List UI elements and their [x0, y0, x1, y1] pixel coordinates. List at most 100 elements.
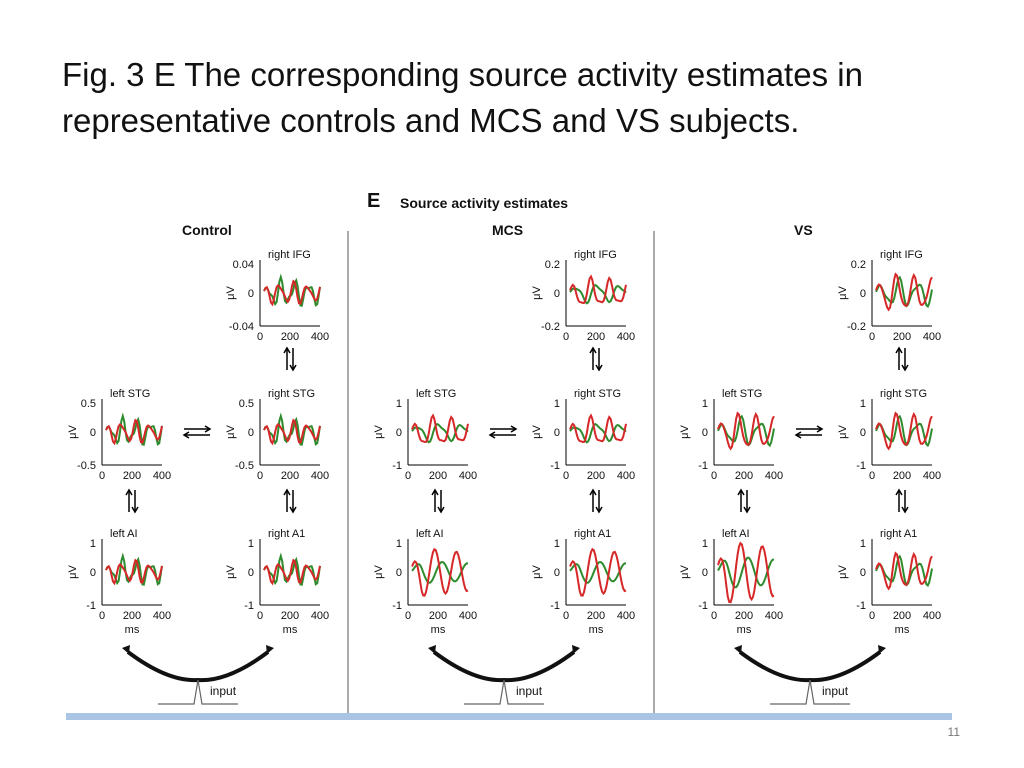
x-tick-label: 0: [563, 470, 569, 482]
x-tick-label: 200: [893, 470, 911, 482]
y-min-label: -0.2: [541, 321, 560, 333]
y-max-label: 1: [396, 398, 402, 410]
y-max-label: 0.5: [239, 398, 254, 410]
footer-rule: [66, 713, 952, 720]
y-zero-label: 0: [554, 567, 560, 579]
plot-label-left-stg: left STG: [110, 388, 150, 400]
plot-label-left-a1: left AI: [110, 528, 138, 540]
arrow-up-head: [283, 346, 291, 354]
group-header-mcs: MCS: [492, 222, 523, 238]
arrow-up-head: [431, 488, 439, 496]
trace-green: [717, 556, 775, 589]
x-tick-label: 400: [153, 610, 171, 622]
plot-label-right-stg: right STG: [574, 388, 621, 400]
arrow-down-head: [595, 364, 603, 372]
y-unit-label: μV: [531, 565, 543, 579]
y-max-label: 1: [90, 538, 96, 550]
arrows-ifg-stg: [283, 346, 297, 372]
trace-green: [411, 422, 469, 444]
y-min-label: -1: [698, 600, 708, 612]
x-tick-label: 400: [923, 470, 941, 482]
trace-red: [411, 547, 469, 597]
x-tick-label: 200: [123, 470, 141, 482]
x-tick-label: 400: [459, 470, 477, 482]
trace-red: [411, 413, 469, 444]
y-max-label: 1: [396, 538, 402, 550]
input-arrows: [738, 650, 882, 683]
x-tick-label: 0: [405, 610, 411, 622]
arrows-ifg-stg: [589, 346, 603, 372]
y-max-label: 1: [554, 538, 560, 550]
x-tick-label: 0: [711, 610, 717, 622]
arrow-left-head: [488, 431, 496, 439]
y-max-label: 1: [554, 398, 560, 410]
plot-label-right-ifg: right IFG: [574, 249, 617, 261]
x-tick-label: 0: [257, 610, 263, 622]
plot-label-left-stg: left STG: [416, 388, 456, 400]
trace-green: [569, 283, 627, 305]
x-tick-label: 400: [311, 331, 329, 343]
arrow-down-head: [131, 506, 139, 514]
input-arrowhead-left: [122, 645, 130, 654]
trace-green: [411, 561, 469, 584]
arrows-right-stg-a1: [283, 488, 297, 514]
y-zero-label: 0: [554, 288, 560, 300]
arrows-stg-stg: [182, 425, 212, 439]
y-max-label: 1: [248, 538, 254, 550]
input-stimulus: [770, 679, 850, 705]
y-max-label: 1: [860, 538, 866, 550]
plot-label-left-stg: left STG: [722, 388, 762, 400]
y-zero-label: 0: [860, 567, 866, 579]
x-tick-label: 0: [405, 470, 411, 482]
y-zero-label: 0: [554, 427, 560, 439]
plot-label-right-a1: right A1: [268, 528, 305, 540]
arrow-down-head: [743, 506, 751, 514]
arrows-stg-stg: [794, 425, 824, 439]
x-tick-label: 200: [587, 331, 605, 343]
x-tick-label: 0: [99, 470, 105, 482]
trace-red: [717, 541, 775, 604]
arrow-down-head: [901, 506, 909, 514]
x-tick-label: 400: [153, 470, 171, 482]
y-max-label: 0.2: [851, 259, 866, 271]
y-max-label: 1: [702, 538, 708, 550]
x-tick-label: 200: [735, 470, 753, 482]
arrow-down-head: [901, 364, 909, 372]
x-tick-label: 0: [99, 610, 105, 622]
y-min-label: -0.2: [847, 321, 866, 333]
y-zero-label: 0: [248, 288, 254, 300]
arrows-left-stg-a1: [431, 488, 445, 514]
y-min-label: -1: [392, 460, 402, 472]
x-tick-label: 400: [923, 610, 941, 622]
x-tick-label: 0: [869, 610, 875, 622]
arrow-down-head: [289, 364, 297, 372]
trace-green: [875, 554, 933, 588]
y-zero-label: 0: [248, 427, 254, 439]
input-arrowhead-left: [734, 645, 742, 654]
y-unit-label: μV: [373, 565, 385, 579]
input-arrowhead-right: [572, 645, 580, 654]
y-zero-label: 0: [860, 427, 866, 439]
arrow-up-head: [895, 488, 903, 496]
arrows-right-stg-a1: [589, 488, 603, 514]
arrow-left-head: [794, 431, 802, 439]
panel-title: Source activity estimates: [400, 195, 568, 211]
y-min-label: -1: [244, 600, 254, 612]
trace-red: [263, 418, 321, 446]
trace-green: [569, 422, 627, 444]
x-tick-label: 400: [923, 331, 941, 343]
x-tick-label: 200: [429, 610, 447, 622]
plot-label-right-ifg: right IFG: [268, 249, 311, 261]
group-header-vs: VS: [794, 222, 813, 238]
input-label: input: [516, 684, 543, 698]
trace-green: [875, 414, 933, 448]
y-max-label: 1: [860, 398, 866, 410]
